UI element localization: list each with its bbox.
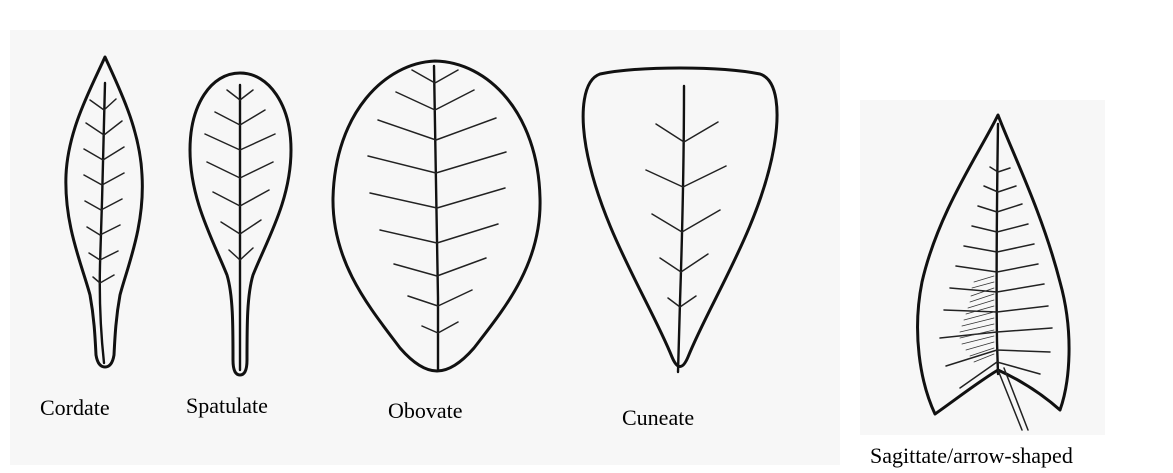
cuneate-midrib xyxy=(678,86,684,372)
sagittate-leaf-drawing xyxy=(910,112,1080,432)
cuneate-veins xyxy=(646,122,726,307)
cordate-leaf-drawing xyxy=(60,55,150,375)
obovate-midrib xyxy=(434,66,438,370)
spatulate-label: Spatulate xyxy=(186,395,268,417)
sagittate-label: Sagittate/arrow-shaped xyxy=(870,445,1073,467)
spatulate-leaf-drawing xyxy=(183,70,298,380)
sagittate-outline xyxy=(918,115,1070,414)
cuneate-leaf-drawing xyxy=(580,62,780,382)
cuneate-label: Cuneate xyxy=(622,407,694,429)
obovate-leaf-drawing xyxy=(330,58,545,376)
cordate-midrib xyxy=(100,83,105,363)
sagittate-midrib xyxy=(997,124,998,374)
obovate-label: Obovate xyxy=(388,400,463,422)
cordate-label: Cordate xyxy=(40,397,110,419)
